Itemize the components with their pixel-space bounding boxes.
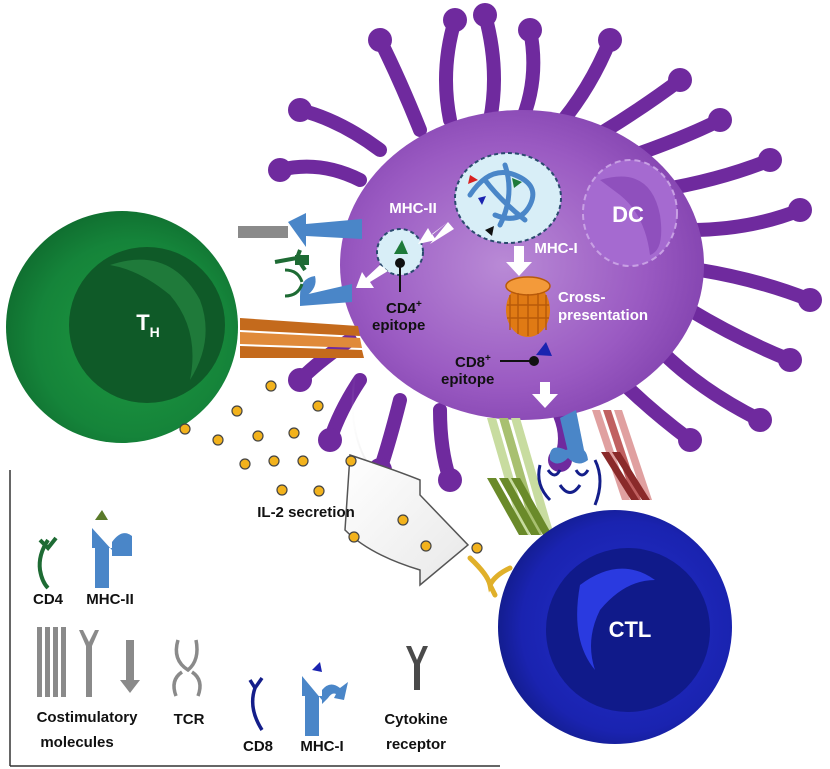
th-dc-synapse: [238, 213, 364, 358]
legend-mhc1-label: MHC-I: [300, 738, 343, 755]
ctl-costim-green-bars: [487, 418, 554, 535]
label-cd4-epitope-line2: epitope: [372, 317, 425, 334]
legend-mhc2-icon: [92, 510, 132, 588]
cd8-epitope-triangle: [536, 342, 552, 356]
cd4-epitope-triangle: [394, 240, 408, 254]
ctl-cytokine-receptor: [467, 555, 513, 598]
legend-cd8-label: CD8: [243, 738, 273, 755]
legend-cytokine-receptor-icon: [406, 646, 428, 690]
ctl-label: CTL: [609, 617, 652, 642]
dc-label: DC: [612, 202, 644, 227]
legend-tcr-label: TCR: [174, 711, 205, 728]
label-cd4-epitope-line1: CD4+: [386, 299, 422, 317]
ctl-nucleus-shading: [577, 568, 655, 670]
th-nucleus-shading: [110, 259, 206, 380]
label-cross-line1: Cross-: [558, 289, 606, 306]
dc-mhc1-head: [549, 447, 588, 464]
legend-cd4-icon: [37, 536, 58, 590]
proteasome-icon: [505, 276, 551, 337]
th-cell: TH: [6, 211, 238, 443]
th-costim-orange-bars: [240, 318, 364, 358]
legend-costim-label-line2: molecules: [40, 734, 113, 751]
antigen-green-fragment: [512, 178, 522, 188]
dendritic-cell: DC: [268, 3, 822, 492]
legend-cytokine-label-line2: receptor: [386, 736, 446, 753]
arrow-cd8-down: [532, 382, 558, 408]
dc-nucleus-shading: [600, 176, 662, 255]
legend-mhc1-icon: [302, 662, 348, 736]
label-cd8-epitope-line1: CD8+: [455, 353, 491, 371]
arrow-endosome-to-vesicle: [418, 222, 448, 244]
legend-cd4-label: CD4: [33, 591, 64, 608]
ctl-tcr: [546, 469, 590, 494]
label-mhc1-pathway: MHC-I: [534, 240, 577, 257]
legend-costim-icon: [37, 627, 140, 697]
label-mhc2-pathway: MHC-II: [389, 200, 437, 217]
legend-cd8-icon: [248, 676, 264, 731]
label-il2-secretion: IL-2 secretion: [257, 504, 355, 521]
th-cd4-head: [295, 255, 309, 265]
antigen-black-fragment: [485, 226, 494, 236]
dc-costim-blue-arrow: [288, 213, 362, 247]
il2-molecules: [179, 380, 483, 554]
ctl-cd8: [537, 459, 602, 506]
antigen-blue-fragment: [478, 196, 486, 205]
antigen-red-fragment: [468, 175, 478, 184]
legend-cytokine-label-line1: Cytokine: [384, 711, 447, 728]
th-costim-grey-bar: [238, 226, 288, 238]
arrow-vesicle-to-membrane: [356, 265, 388, 288]
th-label: TH: [136, 310, 160, 340]
antigen-protein: [467, 162, 536, 228]
legend-costim-label-line1: Costimulatory: [37, 709, 139, 726]
ctl-costim-red-bars: [592, 410, 652, 500]
label-cd8-epitope-line2: epitope: [441, 371, 494, 388]
dc-dendrite-tips: [268, 3, 822, 492]
dc-mhc1-stem: [560, 410, 584, 452]
ctl-cell: CTL: [498, 510, 732, 744]
arrow-mhc1-down: [506, 246, 532, 276]
legend-mhc2-label: MHC-II: [86, 591, 134, 608]
legend: CD4 MHC-II Costimulatory molecules TCR: [33, 510, 448, 755]
th-tcr: [284, 268, 304, 298]
internal-arrows: [356, 222, 558, 408]
dc-ctl-synapse: [467, 410, 652, 598]
dc-mhc2-stem: [300, 284, 352, 306]
legend-tcr-icon: [172, 639, 202, 697]
label-cross-line2: presentation: [558, 307, 648, 324]
